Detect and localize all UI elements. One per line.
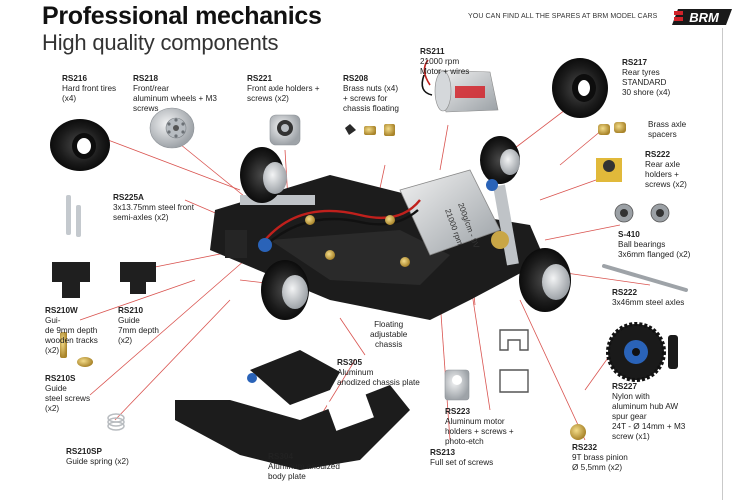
assembled-chassis: 21000 rpm 200g/cm - 9V <box>210 136 571 320</box>
rear-axle-holder-rs222 <box>596 158 622 182</box>
rear-tire-rs217 <box>552 58 608 118</box>
aluminum-wheel-rs218 <box>149 107 195 149</box>
brass-axle-spacers <box>598 122 626 135</box>
chassis-plate-rs305 <box>247 350 340 405</box>
body-plate-rs304 <box>175 385 410 470</box>
guide-screws-rs210s <box>60 332 93 367</box>
right-divider <box>722 28 723 500</box>
guide-spring-rs210sp <box>107 413 125 431</box>
page-subtitle: High quality components <box>42 30 279 55</box>
front-axle-holder-rs221 <box>269 114 301 146</box>
label-brass-spacers: Brass axle spacers <box>648 120 687 139</box>
guide-rs210 <box>120 262 156 294</box>
steel-axle-rs222 <box>602 264 688 292</box>
front-semi-axles-rs225a <box>66 195 81 237</box>
ball-bearings-s410 <box>614 203 670 223</box>
logo-text: BRM <box>689 10 720 25</box>
motor-rs211 <box>421 59 499 113</box>
motor-holders-rs223 <box>444 329 529 401</box>
brass-nuts-rs208 <box>345 124 395 136</box>
wooden-guide-rs210w <box>52 262 90 298</box>
spares-tagline: YOU CAN FIND ALL THE SPARES AT BRM MODEL… <box>468 13 658 20</box>
spur-gear-rs227 <box>606 322 678 382</box>
brm-logo: BRM <box>672 9 732 25</box>
front-tire-rs216 <box>50 119 110 171</box>
floating-chassis-note: Floating adjustable chassis <box>370 320 408 349</box>
brass-pinion-rs232 <box>570 424 586 440</box>
page-title: Professional mechanics <box>42 2 322 30</box>
